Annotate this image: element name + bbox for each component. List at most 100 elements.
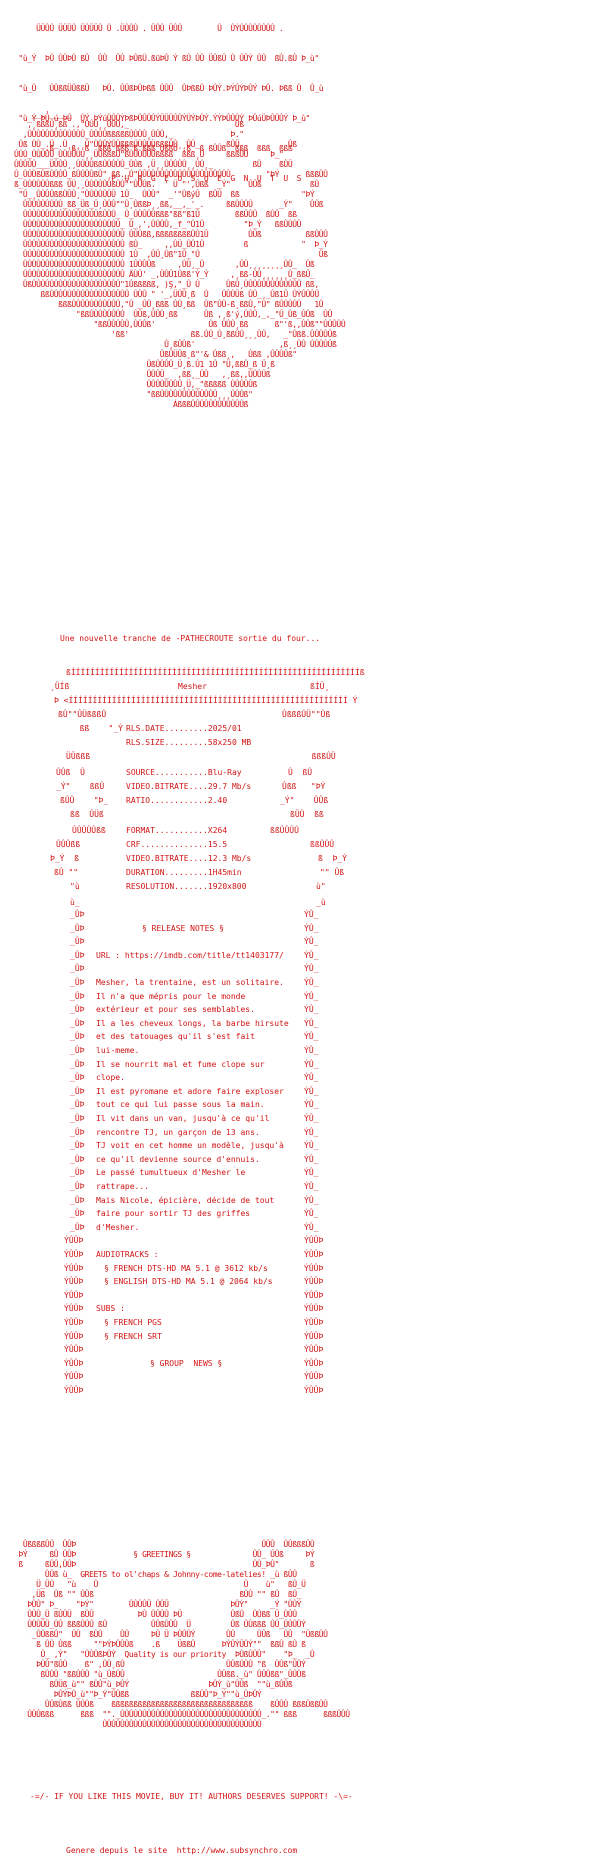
skull-line: ÛÛÛÛÛÛÛÛÛÛÛÛÛÛÛÛÛÛÛÛÛÛÛ ßÛ_ ,,ÛÜ_ÛÛ1Û ß … bbox=[14, 240, 328, 249]
frame-edge-left: ÝÛÛÞ bbox=[64, 1263, 84, 1273]
title-box-right: ßÍÜ¸ bbox=[310, 682, 330, 691]
skull-line: ÛÛÛÛÛÛÛÛ¸Ü,_"ßßßßß ÛÛÛÛÛß bbox=[14, 380, 257, 389]
rls-size: RLS.SIZE.........58x250 MB bbox=[126, 738, 252, 747]
deco-bits: ßßÛÛÛÛ bbox=[270, 826, 299, 835]
frame-edge-left: _ÛÞ bbox=[70, 1182, 85, 1191]
skull-line: ß_ÛÛÛÛÛÛßßß ÛÜ¸¸ÛÛÛÛÛÛßÛÛ""ÛÛÛß. ' Ü "',… bbox=[14, 180, 319, 189]
deco-bits: _Ý" ÛÛß bbox=[280, 796, 329, 805]
deco-bits: ÛÛß Û bbox=[56, 768, 85, 777]
skull-line: ßßÛÛÛÛÛÛÛÛÛÛÛÛÛÛÛÛÛÛ ÛÛÛ " '_,ÜÛÛ¸ß Û ÛÛ… bbox=[14, 290, 319, 299]
deco-bits: ù" bbox=[316, 882, 326, 891]
skull-line: ÁßßßÛÛÛÛÛÛÛÛÛÛÛÛß bbox=[14, 400, 249, 409]
frame-edge-left: _ÛÞ bbox=[70, 923, 85, 933]
skull-line: "ßßÛÛÛÛÛÛÛÛÛÛÛÛÛ¸¸¸ÛÛÛß" bbox=[14, 390, 253, 399]
synopsis-line: lui-meme. bbox=[96, 1046, 140, 1055]
synopsis-line: Le passé tumultueux d'Mesher le bbox=[96, 1168, 246, 1178]
frame-edge-right: ÝÛ_ bbox=[304, 923, 319, 933]
synopsis-line: clope. bbox=[96, 1073, 125, 1083]
footer-art: ÛßßßßÛÛ ÛÛÞ ÛÛÛ ÛÛßßßÛÛ ÞÝ ßÛ ÛÛÞ § GREE… bbox=[14, 1540, 350, 1730]
frame-edge-right: ÝÛÛÞ bbox=[304, 1372, 324, 1382]
release-notes-heading: § RELEASE NOTES § bbox=[142, 923, 224, 933]
skull-line: Û_ÛÛÛßÛßÛÛÛÛ_ßÛÛÛÛßÛ"¸ßß._Û"ÛÛÛÛÛÛÛÛÛÛÛÛ… bbox=[14, 170, 328, 179]
frame-edge-left: _ÛÞ bbox=[70, 1114, 85, 1123]
frame-edge-right: ÝÛÛÞ bbox=[304, 1277, 324, 1287]
deco-bits: ù_ bbox=[70, 898, 80, 907]
skull-line: ÛÛÛ_ÛÛÛÛÛ_ÛÛÛÛÛÛ¸¸ÜÛßßßÛ"ßÛÛÛÛÛÛßßßß ßßß… bbox=[14, 150, 284, 159]
skull-line: "ßßÛÛÛÛÛ,ÛÛÛß' Ûß ÛÛÛ¸ßß ß"'ß,,ÛÛß""ÛÛÛÛ… bbox=[14, 320, 346, 329]
frame-edge-right: ÝÛ_ bbox=[304, 1222, 319, 1232]
frame-edge-right: ÝÛ_ bbox=[304, 1127, 319, 1137]
skull-line: Û¸ßÛÛß' ,ß¸¸ÛÛ ÛÛÛÛÛß bbox=[14, 340, 337, 349]
frame-edge-right: ÝÛÛÞ bbox=[304, 1304, 324, 1314]
skull-line: "Û_¸ÛÛÛÛßßÛÛÛ¸"ÛÛÛÛÛÛÛ 1Û_ ÛÛÛ" _'"ÛßýÛ … bbox=[14, 190, 315, 199]
frame-edge-left: _ÛÞ bbox=[70, 937, 85, 947]
frame-edge-right: ÝÛ_ bbox=[304, 1114, 319, 1123]
frame-edge-right: ÝÛ_ bbox=[304, 978, 319, 987]
synopsis-line: ce qu'il devienne source d'ennuis. bbox=[96, 1154, 260, 1164]
video-bitrate: VIDEO.BITRATE....29.7 Mb/s bbox=[126, 782, 252, 791]
footer-line: ÛÛÛßßß ßßß ""._ÛÛÛÛÛÛÛÛÛÛÛÛÛÛÛÛÛÛÛÛÛÛÛÛÛ… bbox=[14, 1710, 350, 1719]
frame-edge-right: ÝÛ_ bbox=[304, 910, 319, 919]
deco-bits: Ûßß "ÞÝ bbox=[282, 782, 326, 791]
logo-art: ÜÜÛÛ ÜÜÜÛ ÜÛÜÜÛ Û .ÜÛÛÛ . ÜÛÛ ÜÛÛ Û ÛÝÛÛ… bbox=[14, 4, 323, 204]
logo-line: "ù_Ý ÞÛ ú ÞÛ ÛÝ ÞÝúÛÛÛÝÞßÞÛÛÛÛÝÜÜÜÛÛÝÜÝÞ… bbox=[14, 114, 310, 123]
footer-line: ßÛÛÛ "ßßÛÛÛ "ù_ÛßÛÛ ÛÛßß._ù" ÛÛÛßß"_ÛÛÛß bbox=[14, 1670, 306, 1679]
skull-art: __,'_____ ,¸ßßßÛ¸ßß .,"ÛÛÛ¸¸ÛÛÜ,_ Ûß ,ÛÛ… bbox=[14, 110, 346, 410]
synopsis-line: Mesher, la trentaine, est un solitaire. bbox=[96, 978, 284, 987]
frame-edge-left: _ÛÞ bbox=[70, 964, 85, 974]
skull-line: ÛÛÛÜ_ ,ßß¸_ÛÛ ,¸ßß,,ÛÛÛÛß bbox=[14, 370, 271, 379]
skull-line: Ûß ÛÛ_.Ü_.Ü¸¸¸¸Û"ÛÛÛÝÛÜßßßÜÜÛÜÜßßßÛÛ¸¸ÛÜ… bbox=[14, 140, 297, 149]
deco-bits: Þ_Ý ß bbox=[50, 854, 79, 863]
frame-edge-right: ÝÛ_ bbox=[304, 1195, 319, 1205]
frame-edge-left: _ÛÞ bbox=[70, 1086, 85, 1096]
logo-line: "ù_Ý ÞÛ ÛÛÞÛ ßÛ ÛÛ ÛÛ ÞÛßÜ.ßüÞÛ Ý ßÛ ÛÛ … bbox=[14, 54, 319, 63]
frame-edge-right: ÝÛÛÞ bbox=[304, 1318, 324, 1327]
frame-edge-right: ÝÛ_ bbox=[304, 1100, 319, 1110]
logo-line: .ß ß ß ßßß ßßß ß ßßß ÛßßÛ .ß ß ßÛÛß ßßß … bbox=[14, 144, 293, 153]
footer-line: ÛÛÛÜÜ_ÛÛ ßßßÛÛÛ ßÛ ÛÛßÛÛÛ Ü Ûß ÛÛßßß ÛÛ_… bbox=[14, 1620, 306, 1629]
skull-line: ÛßÛÜÜß¸ß"'& Ûßß¸, Ûßß ,ÛÛÛÛß" bbox=[14, 350, 297, 359]
release-title: Mesher bbox=[178, 682, 207, 691]
deco-bits: ÛÛÛßß bbox=[56, 840, 81, 849]
frame-edge-left: ÝÛÛÞ bbox=[64, 1236, 84, 1246]
skull-line: ÛÛÛÛÛÛÛÛÛÛÛÛÛÛÛÛÛÛÛÛÛÛÛ ÄÛÛ' _,ÜÛÛ1Ûßß'Ý… bbox=[14, 270, 315, 279]
synopsis-line: rencontre TJ, un garçon de 13 ans. bbox=[96, 1127, 260, 1137]
deco-bits: ÛÛÛÛÛßß bbox=[72, 826, 106, 835]
deco-bits: "ù bbox=[70, 882, 80, 891]
frame-edge-left: ÝÛÛÞ bbox=[64, 1250, 84, 1259]
skull-line: ÛÛÛÛÛÛÛÛÛÛÛÛÛÛÛÛÛÛÛÛÛÛÛ ÛÛÛßß,ßßßßßßßßÛÛ… bbox=[14, 230, 328, 239]
footer-line: ß ßÛÛ,ÛÛÞ ÛÛ_ÞÛ" ß bbox=[14, 1560, 315, 1569]
frame-edge-left: _ÛÞ bbox=[70, 910, 85, 919]
frame-edge-right: ÝÛÛÞ bbox=[304, 1331, 324, 1341]
skull-line: "ßßÛÛÛÛÛÛÛÛ ÛÛß,ÛÛÛ¸ßß Ûß ,¸ß'ý,ÛÛÛ,_,_"… bbox=[14, 310, 333, 319]
frame-edge-right: ÝÛÛÞ bbox=[304, 1250, 324, 1259]
audio-track: § FRENCH DTS-HD MA 5.1 @ 3612 kb/s bbox=[104, 1263, 268, 1273]
deco-bits: ß Þ_Ý bbox=[318, 854, 347, 863]
title-box-top: ßÍÍÍÍÍÍÍÍÍÍÍÍÍÍÍÍÍÍÍÍÍÍÍÍÍÍÍÍÍÍÍÍÍÍÍÍÍÍÍ… bbox=[66, 668, 365, 677]
footer-line: ÛÛß ù_ GREETS to ol'chaps & Johnny-come-… bbox=[14, 1570, 297, 1579]
skull-line: __,'_____ bbox=[14, 110, 72, 119]
frame-edge-right: ÝÛÛÞ bbox=[304, 1263, 324, 1273]
frame-edge-right: ÝÛ_ bbox=[304, 991, 319, 1001]
skull-line: ÛÛÛÛÛ___ÜÛÛÛ¸¸ÛÛÛÛßßÛÛÛÛÛ_ÛÛß ,Ü¸¸ÛÛÛÛÛ¸… bbox=[14, 160, 293, 169]
frame-edge-left: _ÛÞ bbox=[70, 1154, 85, 1164]
synopsis-line: Il a les cheveux longs, la barbe hirsute bbox=[96, 1018, 289, 1028]
resolution: RESOLUTION.......1920x800 bbox=[126, 882, 247, 891]
skull-line: ÛÛÛÛÛÛÛÛÛÛÛÛÛÛÛÛÛÛÛÛÛÛ_ Û_,',ÛÛÛÛ,_f_"Û1… bbox=[14, 220, 302, 229]
footer-line: ÞÛÛ" Þ_ "ÞÝ" ÛÛÛÛÜ ÛÛÜ ÞÛÝ" _Ý "ÛÛÝ bbox=[14, 1600, 302, 1609]
deco-bits: _Ý" ßßÛ bbox=[56, 782, 105, 791]
footer-line: ,Üß Ûß "" ÛÛß ßÛÛ "" ßÛ ßÛ_ bbox=[14, 1590, 302, 1599]
deco-bits: ÜÜßßß ßßßÛÜ bbox=[66, 752, 336, 761]
skull-line: ,ÛÛÛÛÛÛÛÛÛÛÛÛÛ_ÛÛÛÛßßßßßÛÛÛÛ¸ÛÛÛ,_ Þ." bbox=[14, 130, 244, 139]
footer-line: ß ÛÛ Ûßß ""ÞÝÞÛÛÛß .ß ÜßßÛ ÞÝÛÝÜÛÝ"" ßßÛ… bbox=[14, 1640, 306, 1649]
frame-edge-right: ÝÛ_ bbox=[304, 1086, 319, 1096]
frame-edge-right: ÝÛ_ bbox=[304, 1005, 319, 1015]
frame-edge-right: ÝÛ_ bbox=[304, 964, 319, 974]
audio-track: § ENGLISH DTS-HD MA 5.1 @ 2064 kb/s bbox=[104, 1277, 273, 1287]
synopsis-line: Mais Nicole, épicière, décide de tout bbox=[96, 1195, 275, 1205]
frame-edge-left: _ÛÞ bbox=[70, 991, 85, 1001]
frame-edge-left: _ÛÞ bbox=[70, 1100, 85, 1110]
frame-edge-left: ÝÛÛÞ bbox=[64, 1304, 84, 1314]
frame-edge-right: ÝÛÛÞ bbox=[304, 1236, 324, 1246]
frame-edge-left: ÝÛÛÞ bbox=[64, 1290, 84, 1300]
